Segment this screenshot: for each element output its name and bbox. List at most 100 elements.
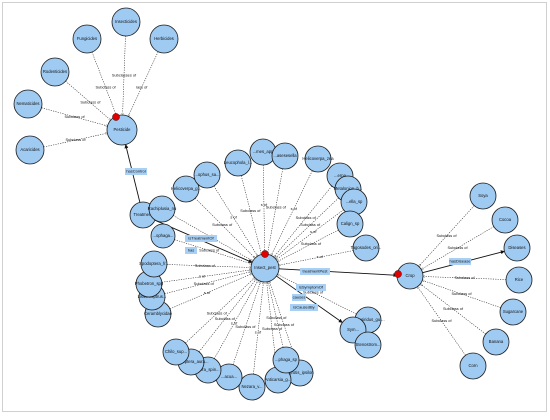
edge-label: Subclass of <box>65 137 86 142</box>
node-circle <box>224 149 252 177</box>
edge-r23-to-insect_pest <box>194 197 255 258</box>
node-r22[interactable]: Rachiplusia_nu <box>148 195 177 223</box>
edge-cocoa-to-crop <box>421 226 494 270</box>
node-circle <box>238 373 266 401</box>
node-circle <box>140 250 168 278</box>
node-r24[interactable]: ...ophus_sa... <box>193 161 221 189</box>
edge-label: Subclass of <box>235 324 256 329</box>
edge-label: s of <box>317 254 324 259</box>
node-r8[interactable]: Calign_sp <box>336 210 364 238</box>
node-label: Soya <box>478 193 488 198</box>
node-label: Metalonion_b... <box>334 186 363 191</box>
node-soya[interactable]: Soya <box>469 182 497 210</box>
node-circle <box>505 266 533 294</box>
edge-banana-to-crop <box>420 284 486 335</box>
edge-r8-to-insect_pest <box>277 229 339 262</box>
edge-rodenticides-to-pesticide <box>65 80 111 120</box>
relation-treatment-pest[interactable]: treatmentPest <box>300 268 330 275</box>
node-pesticide[interactable]: Pesticide <box>106 114 138 146</box>
node-r4[interactable]: Helicoverpa_zea <box>302 145 334 173</box>
node-label: ...erpa <box>334 173 347 178</box>
edge-label: s of <box>199 274 206 279</box>
node-circle <box>491 206 519 234</box>
edge-label: Subclass of <box>431 318 452 323</box>
edge-nematicides-to-pesticide <box>41 107 107 126</box>
edges-layer <box>41 35 507 375</box>
node-stenostrom[interactable]: Stenostrom... <box>354 331 382 359</box>
edge-label: Subclass of <box>194 281 215 286</box>
node-rice[interactable]: Rice <box>505 266 533 294</box>
node-r12[interactable]: Nezara_v... <box>238 373 266 401</box>
relation-is-caused-by[interactable]: isCausedBy <box>290 304 318 311</box>
node-label: Nematicides <box>16 101 39 106</box>
node-label: Nezara_v... <box>241 384 262 389</box>
edge-r5-to-insect_pest <box>274 185 332 257</box>
node-corn[interactable]: Corn <box>459 352 487 380</box>
relation-is-caused-by-box <box>290 304 318 311</box>
edge-r16-to-insect_pest <box>185 278 254 344</box>
node-circle <box>162 338 190 366</box>
node-banana[interactable]: Banana <box>482 328 510 356</box>
relation-causes[interactable]: causes <box>292 294 306 301</box>
node-label: Treatment <box>134 212 154 217</box>
node-cocoa[interactable]: Cocoa <box>491 206 519 234</box>
node-r23[interactable]: Helicoverpa_g... <box>171 175 201 203</box>
edge-label: Subclass of <box>212 222 233 227</box>
relation-is-symptom-of[interactable]: isSymptomOf <box>296 284 326 291</box>
relation-has[interactable]: has <box>185 247 197 254</box>
edge-label: Subclass of <box>262 326 283 331</box>
hub-marker <box>394 270 402 278</box>
edge-label: Subclass of <box>274 322 295 327</box>
node-fungicides[interactable]: Fungicides <box>72 24 102 54</box>
edge-corn-to-crop <box>417 287 466 356</box>
node-r19[interactable]: Phobetron_spp <box>135 270 164 298</box>
node-r3[interactable]: ...asesesella <box>271 142 299 170</box>
node-rodenticides[interactable]: Rodenticides <box>40 57 70 87</box>
relation-is-treatment-of[interactable]: isTreatmentOf <box>185 235 217 242</box>
node-circle <box>15 135 45 165</box>
edge-label: Subclass of <box>64 114 85 119</box>
relation-has-disease-box <box>449 258 471 265</box>
node-label: Podosiridus_gui... <box>351 317 384 322</box>
relation-has-control-box <box>125 168 147 175</box>
node-r2[interactable]: ...mes_app <box>249 138 277 166</box>
node-sugarcane[interactable]: Sugarcane <box>499 298 527 326</box>
edge-r25-to-insect_pest <box>268 282 284 348</box>
relation-is-treatment-of-box <box>185 235 217 242</box>
relation-has-disease[interactable]: hasDisease <box>449 258 471 265</box>
edge-label: Subclass of <box>447 245 468 250</box>
edge-r9-to-insect_pest <box>279 250 354 266</box>
edge-r3-to-insect_pest <box>267 168 283 254</box>
node-r25[interactable]: ...phaga_sp <box>272 346 300 374</box>
node-circle <box>336 210 364 238</box>
node-herbicides[interactable]: Herbicides <box>149 24 179 54</box>
node-label: Helicoverpa_g... <box>171 186 201 191</box>
edge-r20-to-insect_pest <box>166 264 251 267</box>
node-r7[interactable]: ...ella_sp <box>340 188 368 216</box>
node-circle <box>271 142 299 170</box>
edge-label: Subclass of <box>296 215 317 220</box>
node-label: Rachiplusia_nu <box>148 206 177 211</box>
edge-label: Subclass of <box>240 208 261 213</box>
node-r16[interactable]: Chilo_sup... <box>162 338 190 366</box>
node-r1[interactable]: Leucophola_l... <box>224 149 252 177</box>
node-circle <box>193 161 221 189</box>
node-insecticides[interactable]: Insecticides <box>111 7 141 37</box>
node-label: ...acua... <box>221 374 237 379</box>
node-r9[interactable]: Tagosodes_ori... <box>351 234 382 262</box>
edge-soya-to-crop <box>419 205 475 267</box>
edge-r10-to-insect_pest <box>269 281 297 361</box>
edge-label: Subclass of <box>300 222 321 227</box>
node-diseases[interactable]: Diseases <box>503 234 531 262</box>
node-acaricides[interactable]: Acaricides <box>15 135 45 165</box>
node-label: Rodenticides <box>43 69 67 74</box>
node-insect-pest[interactable]: Insect_pest <box>250 253 280 283</box>
node-label: ...mes_app <box>253 149 274 154</box>
node-crop[interactable]: Crop <box>396 262 424 290</box>
node-r20[interactable]: Spodoptera_fr... <box>139 250 169 278</box>
relation-has-control[interactable]: hasControl <box>125 168 147 175</box>
node-r21[interactable]: ...ophaga... <box>150 223 176 249</box>
node-nematicides[interactable]: Nematicides <box>13 89 43 119</box>
